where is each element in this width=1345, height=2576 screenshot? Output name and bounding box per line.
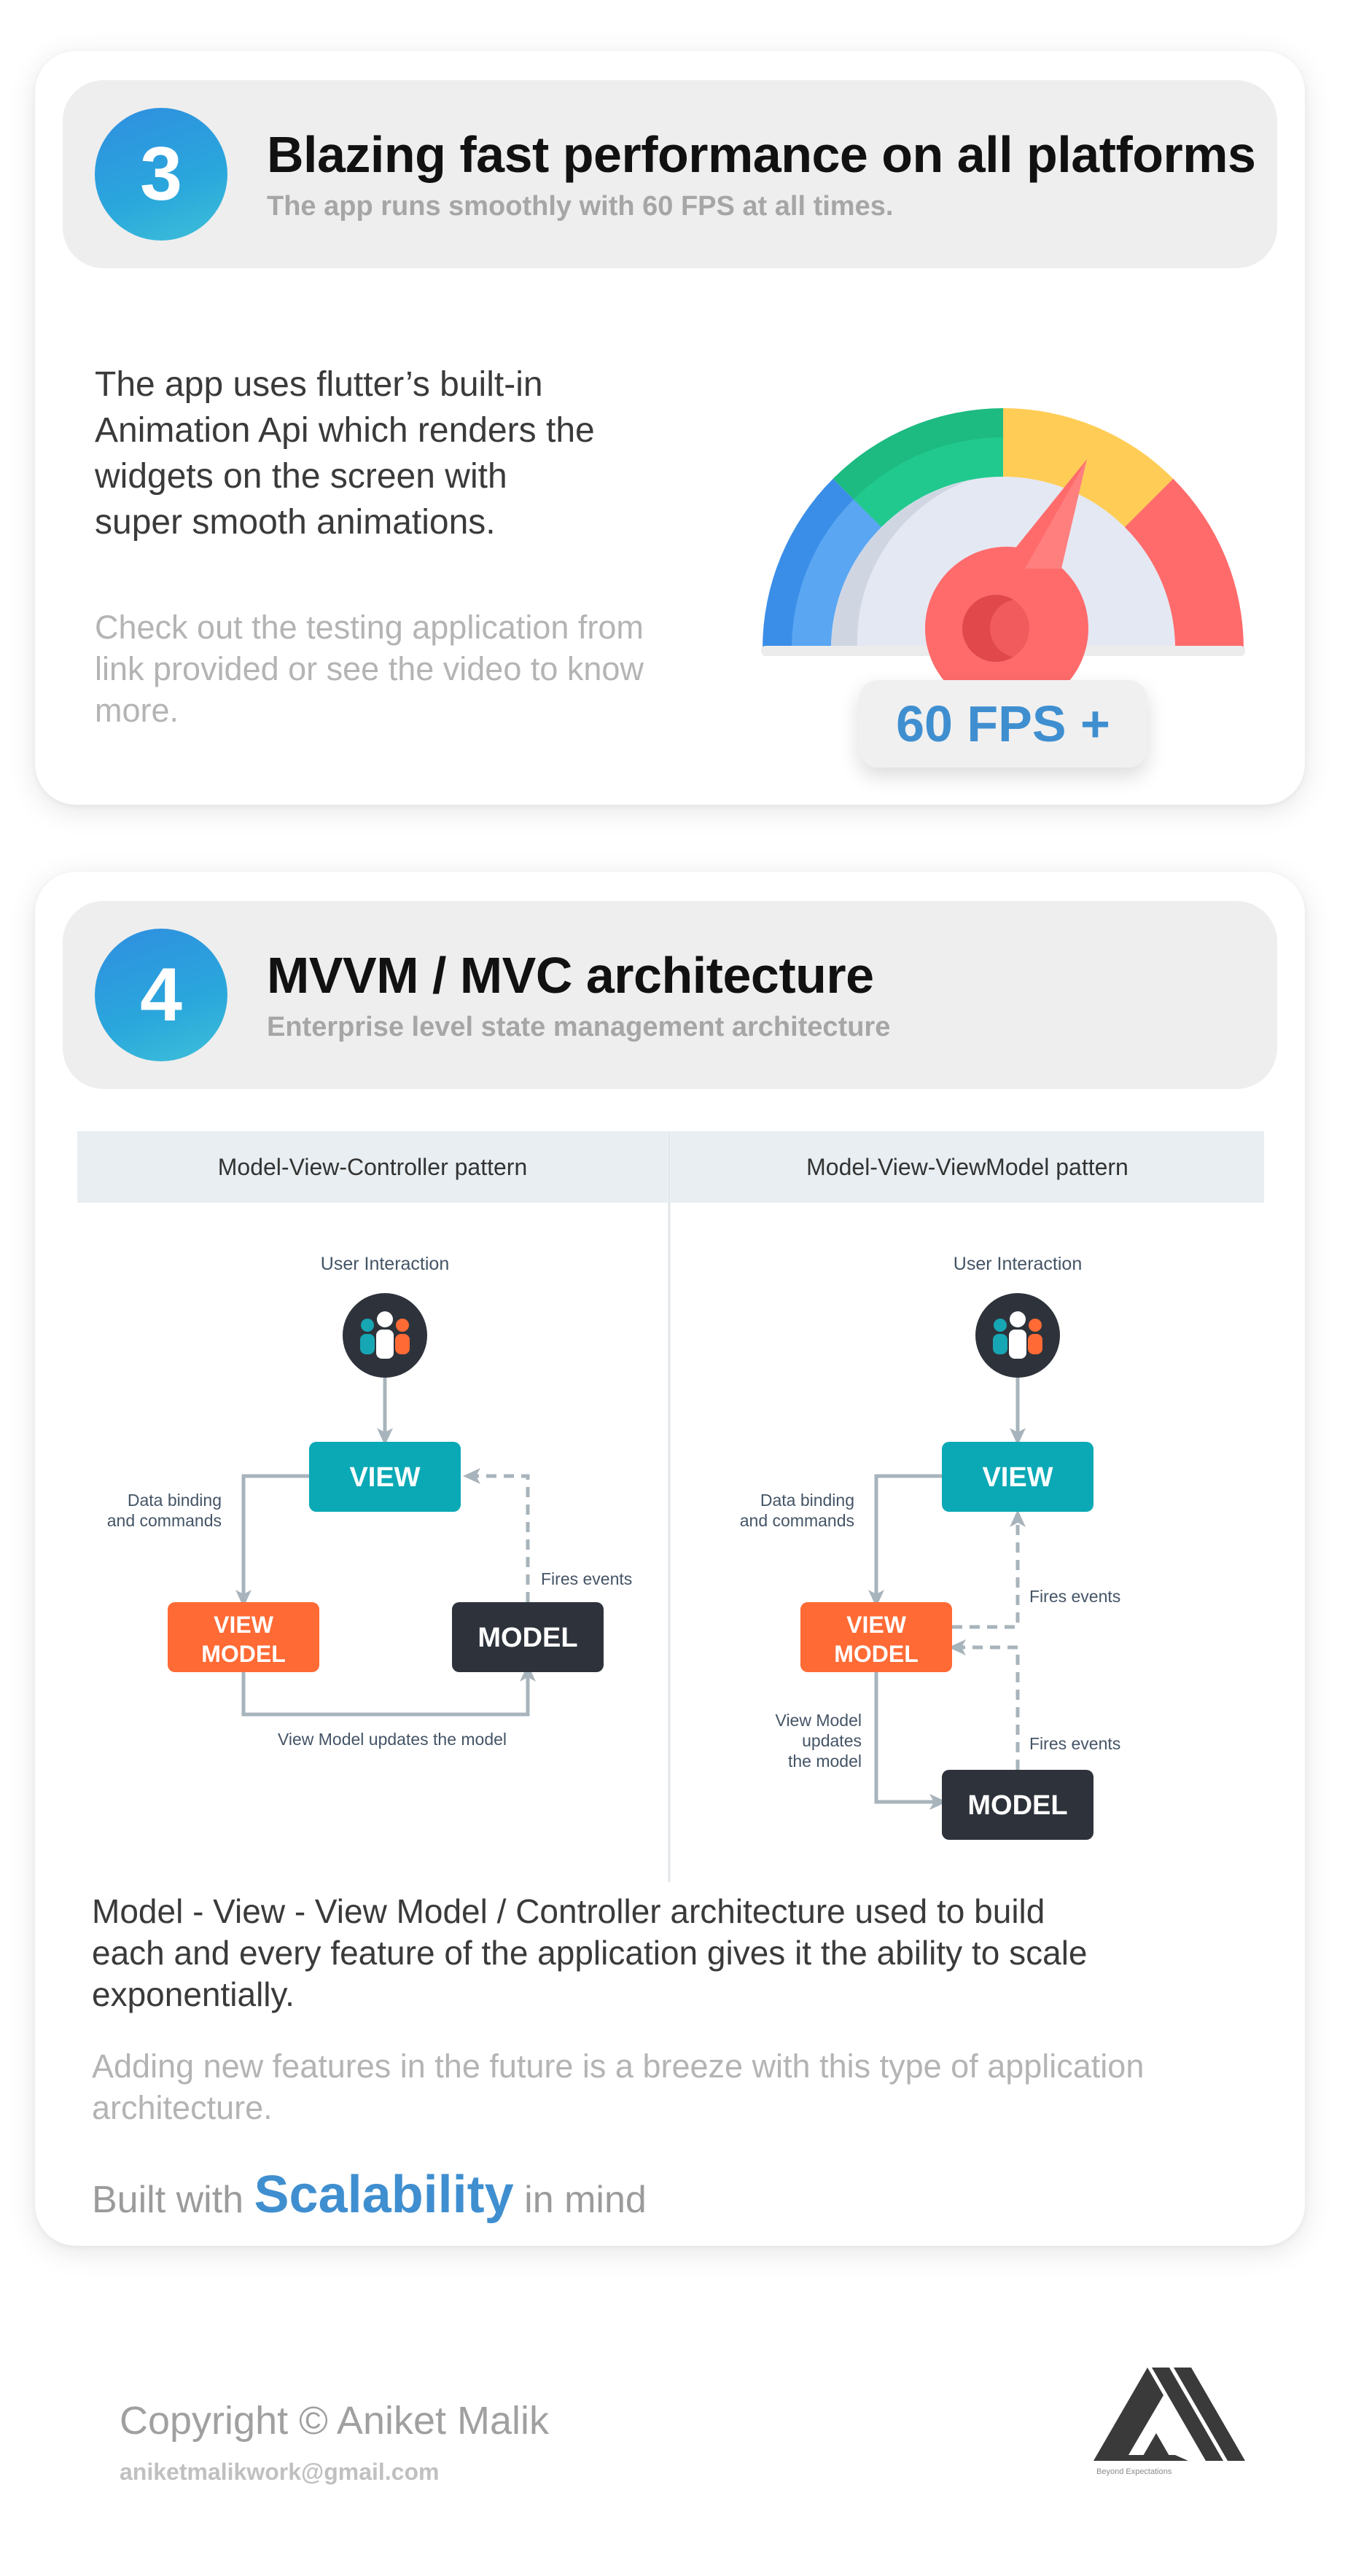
mvc-viewmodel-label-1: VIEW xyxy=(214,1612,274,1638)
mvc-view-label: VIEW xyxy=(349,1462,420,1493)
mvvm-updates-label-1: View Model xyxy=(776,1711,862,1730)
mvc-view-box xyxy=(309,1442,461,1512)
performance-description: The app uses flutter’s built-in Animatio… xyxy=(95,365,595,542)
am-logo-icon: Beyond Expectations xyxy=(1093,2368,1245,2476)
section-number-badge: 4 xyxy=(95,929,227,1061)
scalability-word: Scalability xyxy=(254,2166,514,2224)
mvc-header: Model-View-Controller pattern xyxy=(77,1131,668,1203)
mvvm-view-label: VIEW xyxy=(982,1462,1053,1493)
built-with-text: Built with xyxy=(92,2179,244,2221)
mvvm-viewmodel-box xyxy=(800,1602,952,1672)
copyright-text: Copyright © Aniket Malik xyxy=(120,2399,550,2443)
mvvm-view-box xyxy=(942,1442,1093,1512)
email-link[interactable]: aniketmalikwork@gmail.com xyxy=(120,2459,440,2485)
mvc-viewmodel-box xyxy=(168,1602,319,1672)
mvvm-model-label: MODEL xyxy=(967,1790,1067,1821)
section-subtitle: Enterprise level state management archit… xyxy=(267,1012,891,1042)
section-subtitle: The app runs smoothly with 60 FPS at all… xyxy=(267,191,894,222)
speedometer-icon xyxy=(761,408,1245,710)
performance-header: 3 Blazing fast performance on all platfo… xyxy=(63,80,1277,268)
mvvm-viewmodel-label-1: VIEW xyxy=(846,1612,907,1638)
section-title: MVVM / MVC architecture xyxy=(267,947,874,1004)
fps-badge: 60 FPS + xyxy=(859,680,1147,768)
mvc-data-binding-label-2: and commands xyxy=(107,1511,222,1530)
mvc-fires-events-label: Fires events xyxy=(541,1569,632,1588)
in-mind-text: in mind xyxy=(524,2179,647,2221)
section-title: Blazing fast performance on all platform… xyxy=(267,126,1256,183)
mvvm-updates-label-3: the model xyxy=(788,1752,862,1771)
mvc-model-label: MODEL xyxy=(477,1623,577,1653)
scalability-tagline: Built with Scalability in mind xyxy=(92,2165,647,2225)
mvc-data-binding-label-1: Data binding xyxy=(128,1491,222,1510)
mvc-viewmodel-label-2: MODEL xyxy=(201,1641,286,1667)
mvvm-updates-label-2: updates xyxy=(802,1731,862,1750)
mvvm-viewmodel-label-2: MODEL xyxy=(834,1641,919,1667)
mvvm-model-box xyxy=(942,1770,1093,1840)
mvc-users-icon xyxy=(343,1293,427,1378)
mvvm-data-binding-label-1: Data binding xyxy=(760,1491,854,1510)
mvc-user-interaction-label: User Interaction xyxy=(321,1254,449,1274)
architecture-header: 4 MVVM / MVC architecture Enterprise lev… xyxy=(63,901,1277,1089)
performance-note: Check out the testing application from l… xyxy=(95,609,644,729)
architecture-diagram-graphic: User Interaction VIEW VIEW MODEL MODEL D… xyxy=(107,1131,1120,1882)
architecture-note: Adding new features in the future is a b… xyxy=(92,2048,1145,2126)
mvvm-header: Model-View-ViewModel pattern xyxy=(671,1131,1264,1203)
mvvm-users-icon xyxy=(975,1293,1060,1378)
section-number-badge: 3 xyxy=(95,108,227,241)
logo-tagline: Beyond Expectations xyxy=(1096,2467,1172,2476)
mvvm-data-binding-label-2: and commands xyxy=(740,1511,854,1530)
performance-card: 3 Blazing fast performance on all platfo… xyxy=(35,51,1305,805)
mvc-model-box xyxy=(452,1602,604,1672)
mvvm-user-interaction-label: User Interaction xyxy=(954,1254,1082,1274)
architecture-description: Model - View - View Model / Controller a… xyxy=(92,1892,1088,2013)
architecture-diagram: Model-View-Controller pattern Model-View… xyxy=(77,1131,1264,1882)
mvvm-fires-events-label-2: Fires events xyxy=(1029,1734,1120,1753)
mvc-updates-label: View Model updates the model xyxy=(278,1730,507,1749)
mvvm-fires-events-label-1: Fires events xyxy=(1029,1587,1120,1606)
